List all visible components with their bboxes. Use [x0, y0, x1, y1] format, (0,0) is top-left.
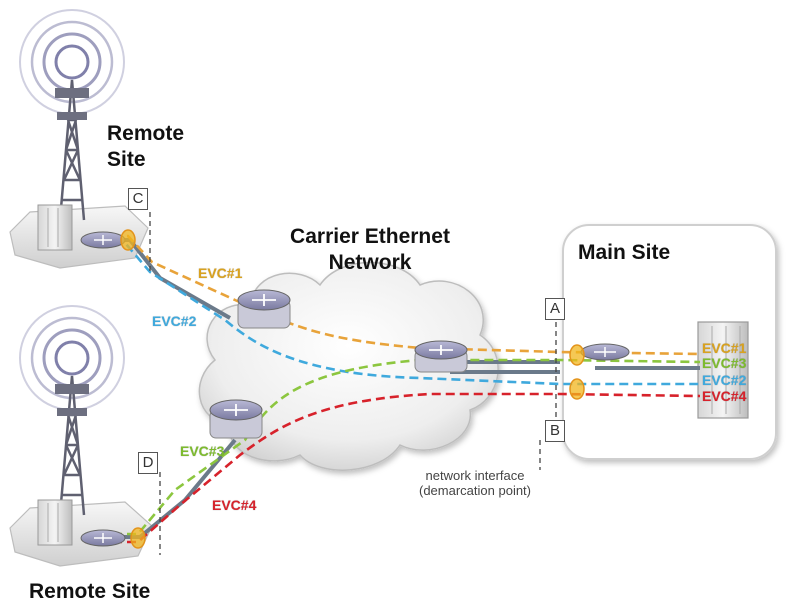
router-icon — [80, 231, 126, 249]
evc2-path-label: EVC#2 — [152, 313, 197, 329]
evc3-main-label: EVC#3 — [702, 355, 747, 371]
evc1-path — [85, 234, 701, 356]
router-icon — [209, 399, 263, 439]
router-icon — [414, 340, 468, 373]
demarcation-a-label: A — [545, 298, 565, 320]
evc4-main-label: EVC#4 — [702, 388, 747, 404]
server-rack-icon — [37, 204, 73, 251]
evc1-main-label: EVC#1 — [702, 340, 747, 356]
cloud-label-line1: Carrier Ethernet — [290, 225, 450, 248]
evc3-path — [85, 358, 701, 536]
note-line1: network interface — [425, 468, 525, 483]
router-icon — [80, 529, 126, 547]
tower-icon — [19, 305, 125, 516]
remote-site-top-line2: Site — [107, 148, 146, 171]
cloud-label: Carrier Ethernet Network — [270, 224, 470, 276]
router-icon — [580, 343, 630, 361]
uni-marker-icon — [120, 229, 136, 251]
evc4-path — [85, 392, 701, 544]
evc4-path-label: EVC#4 — [212, 497, 257, 513]
note-line2: (demarcation point) — [419, 483, 531, 498]
demarcation-c-label: C — [128, 188, 148, 210]
tower-icon — [19, 9, 125, 221]
cloud-label-line2: Network — [328, 251, 412, 274]
server-rack-icon — [37, 499, 73, 546]
uni-marker-icon — [130, 527, 146, 549]
uni-marker-icon — [569, 344, 585, 366]
demarcation-lines — [149, 212, 557, 555]
evc3-path-label: EVC#3 — [180, 443, 225, 459]
demarcation-d-label: D — [138, 452, 158, 474]
uni-marker-icon — [569, 378, 585, 400]
evc1-path-label: EVC#1 — [198, 265, 243, 281]
evc2-main-label: EVC#2 — [702, 372, 747, 388]
main-site-label: Main Site — [578, 241, 671, 264]
server-rack-icon — [697, 321, 749, 419]
demarcation-b-label: B — [545, 420, 565, 442]
network-interface-note: network interface (demarcation point) — [380, 468, 570, 498]
remote-site-top-label: Remote Site — [107, 121, 184, 173]
remote-site-bottom-label: Remote Site — [29, 580, 151, 603]
remote-site-top-line1: Remote — [107, 122, 185, 145]
router-icon — [237, 289, 291, 329]
